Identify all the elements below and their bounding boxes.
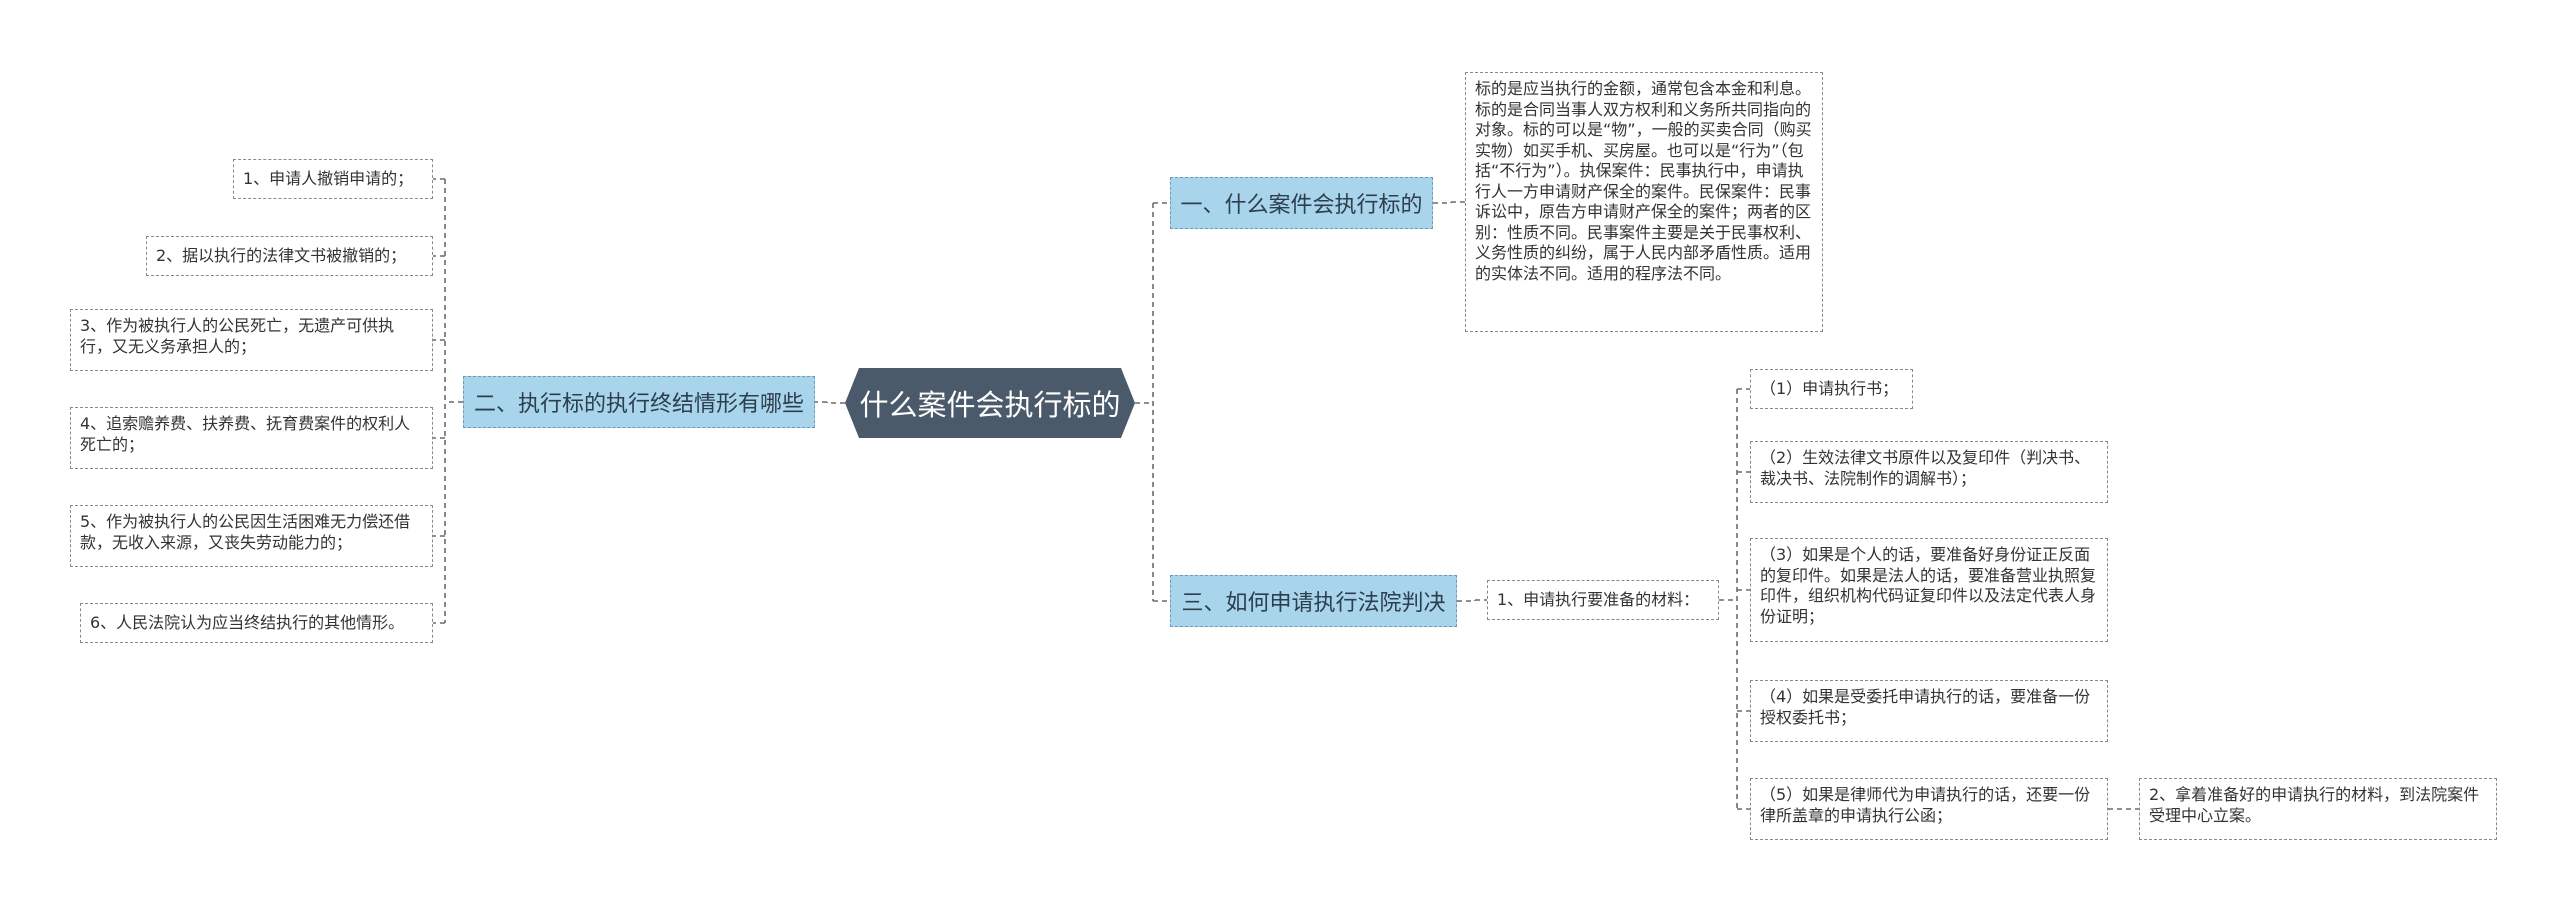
root-label: 什么案件会执行标的 <box>859 388 1121 422</box>
termination-item-text: 4、追索赡养费、扶养费、抚育费案件的权利人死亡的； <box>80 414 411 454</box>
connector-line <box>1135 202 1170 602</box>
termination-item-text: 5、作为被执行人的公民因生活困难无力偿还借款，无收入来源，又丧失劳动能力的； <box>80 512 411 552</box>
branch-what-cases-detail[interactable]: 标的是应当执行的金额，通常包含本金和利息。标的是合同当事人双方权利和义务所共同指… <box>1465 72 1823 332</box>
termination-item[interactable]: 3、作为被执行人的公民死亡，无遗产可供执行，又无义务承担人的； <box>70 309 433 371</box>
branch-how-to-apply-label: 三、如何申请执行法院判决 <box>1181 591 1446 616</box>
material-item-text: （3）如果是个人的话，要准备好身份证正反面的复印件。如果是法人的话，要准备营业执… <box>1760 545 2097 626</box>
termination-item-text: 2、据以执行的法律文书被撤销的； <box>156 245 407 265</box>
file-case-step[interactable]: 2、拿着准备好的申请执行的材料，到法院案件受理中心立案。 <box>2139 778 2497 840</box>
termination-item-text: 6、人民法院认为应当终结执行的其他情形。 <box>90 612 405 632</box>
material-item-text: （4）如果是受委托申请执行的话，要准备一份授权委托书； <box>1760 687 2091 727</box>
materials-heading[interactable]: 1、申请执行要准备的材料： <box>1487 580 1719 620</box>
termination-item[interactable]: 6、人民法院认为应当终结执行的其他情形。 <box>80 603 433 643</box>
connector-line <box>1457 599 1487 602</box>
material-item-text: （2）生效法律文书原件以及复印件（判决书、裁决书、法院制作的调解书）； <box>1760 448 2091 488</box>
termination-item[interactable]: 2、据以执行的法律文书被撤销的； <box>146 236 433 276</box>
file-case-step-text: 2、拿着准备好的申请执行的材料，到法院案件受理中心立案。 <box>2149 785 2480 825</box>
branch-termination-cases[interactable]: 二、执行标的执行终结情形有哪些 <box>463 376 815 428</box>
material-item-text: （1）申请执行书； <box>1760 378 1899 398</box>
termination-item[interactable]: 1、申请人撤销申请的； <box>233 159 433 199</box>
material-item[interactable]: （3）如果是个人的话，要准备好身份证正反面的复印件。如果是法人的话，要准备营业执… <box>1750 538 2108 642</box>
branch-what-cases-detail-text: 标的是应当执行的金额，通常包含本金和利息。标的是合同当事人双方权利和义务所共同指… <box>1475 79 1812 283</box>
connector-line <box>815 401 845 404</box>
materials-heading-text: 1、申请执行要准备的材料： <box>1497 589 1700 609</box>
root-node[interactable]: 什么案件会执行标的 <box>845 368 1135 438</box>
branch-what-cases[interactable]: 一、什么案件会执行标的 <box>1170 177 1433 229</box>
material-item-text: （5）如果是律师代为申请执行的话，还要一份律所盖章的申请执行公函； <box>1760 785 2091 825</box>
termination-item[interactable]: 4、追索赡养费、扶养费、抚育费案件的权利人死亡的； <box>70 407 433 469</box>
material-item[interactable]: （2）生效法律文书原件以及复印件（判决书、裁决书、法院制作的调解书）； <box>1750 441 2108 503</box>
connector-line <box>433 178 463 624</box>
branch-how-to-apply[interactable]: 三、如何申请执行法院判决 <box>1170 575 1457 627</box>
termination-item-text: 3、作为被执行人的公民死亡，无遗产可供执行，又无义务承担人的； <box>80 316 395 356</box>
termination-item-text: 1、申请人撤销申请的； <box>243 168 414 188</box>
material-item[interactable]: （4）如果是受委托申请执行的话，要准备一份授权委托书； <box>1750 680 2108 742</box>
material-item[interactable]: （5）如果是律师代为申请执行的话，还要一份律所盖章的申请执行公函； <box>1750 778 2108 840</box>
connector-line <box>1719 388 1750 810</box>
connector-line <box>1433 201 1465 204</box>
termination-item[interactable]: 5、作为被执行人的公民因生活困难无力偿还借款，无收入来源，又丧失劳动能力的； <box>70 505 433 567</box>
branch-termination-cases-label: 二、执行标的执行终结情形有哪些 <box>473 392 804 417</box>
material-item[interactable]: （1）申请执行书； <box>1750 369 1913 409</box>
branch-what-cases-label: 一、什么案件会执行标的 <box>1180 193 1423 218</box>
